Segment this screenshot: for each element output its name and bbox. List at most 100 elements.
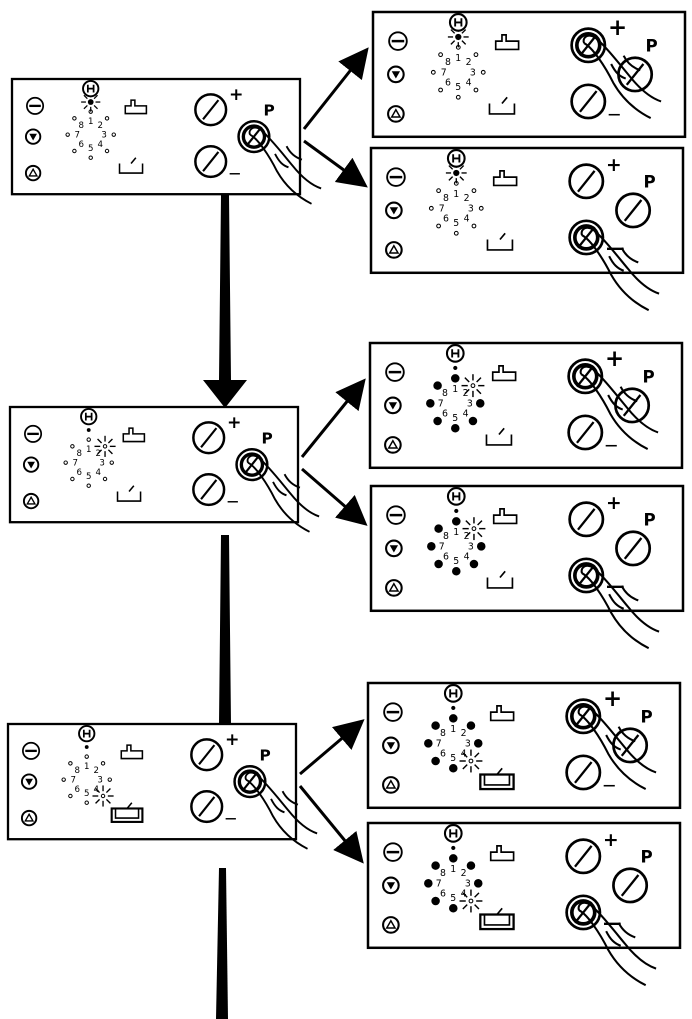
hand-pointer-icon [580,226,660,312]
h-circle-icon [443,684,463,703]
program-led-5 [449,764,458,773]
program-button[interactable] [612,727,649,764]
minus-circle-icon [386,167,406,187]
plus-label: + [606,493,622,514]
program-label: P [645,37,657,56]
minus-label: — [608,106,620,121]
plus-label: + [606,155,622,176]
reset-led [453,365,458,371]
program-button[interactable] [617,56,654,93]
panel-frame [8,405,300,524]
down-arrow-circle-icon [382,876,400,895]
program-led-6 [438,87,443,93]
minus-circle-icon [383,702,403,722]
glove-icon [489,845,515,862]
program-number-7: 7 [439,541,445,552]
minus-label: — [605,437,617,452]
plus-label: + [603,686,622,712]
minus-button[interactable] [192,472,226,507]
program-number-5: 5 [453,218,459,229]
program-led-4 [468,758,474,764]
plus-button[interactable] [568,501,605,538]
minus-label: — [606,238,625,259]
minus-label: — [229,166,241,180]
program-button[interactable] [612,867,649,904]
program-led-2 [102,444,108,449]
program-number-7: 7 [438,398,444,409]
plus-button[interactable] [192,421,226,455]
plus-button[interactable] [565,838,602,875]
program-number-3: 3 [99,459,104,469]
cup-icon [110,802,144,823]
glove-icon [492,508,518,525]
h-circle-icon [443,824,463,843]
program-number-5: 5 [450,893,456,904]
minus-button[interactable] [570,83,607,120]
minus-circle-icon [386,505,406,525]
program-number-6: 6 [74,785,80,795]
cup-icon [479,907,515,931]
program-led-1 [452,517,461,526]
program-number-2: 2 [93,766,99,776]
h-circle-icon [448,13,468,32]
program-led-8 [70,444,75,449]
minus-button[interactable] [567,414,604,451]
program-led-2 [100,761,106,766]
program-number-5: 5 [450,753,456,764]
program-button[interactable] [614,387,651,424]
program-led-2 [471,526,477,532]
program-number-8: 8 [74,766,80,776]
cup-icon [485,427,513,446]
program-number-7: 7 [439,203,445,214]
program-led-8 [431,721,440,730]
minus-button[interactable] [568,557,605,594]
minus-label: — [603,913,622,934]
program-number-5: 5 [88,144,94,154]
program-number-1: 1 [453,189,459,200]
minus-button[interactable] [190,789,224,824]
program-led-2 [473,52,479,58]
glove-icon [489,705,515,722]
program-button[interactable] [615,192,652,229]
program-number-4: 4 [95,468,101,478]
program-number-8: 8 [443,531,449,542]
blinking-led-icon [92,785,114,807]
cup-icon [486,570,514,589]
program-led-6 [431,896,440,906]
program-number-7: 7 [441,67,447,78]
plus-button[interactable] [194,93,228,127]
hand-pointer-icon [577,705,657,791]
program-button[interactable] [615,530,652,567]
up-arrow-circle-icon [24,164,42,182]
blinking-led-icon [462,517,486,541]
program-led-6 [436,223,441,229]
program-number-4: 4 [466,78,472,89]
minus-label: — [603,777,615,792]
hand-pointer-icon [248,126,322,205]
cup-icon [486,232,514,251]
minus-label: — [227,494,239,508]
program-label: P [264,101,275,119]
program-led-5 [86,483,91,488]
program-number-1: 1 [450,724,456,735]
program-number-2: 2 [464,193,470,204]
program-led-8 [436,188,441,194]
program-led-6 [434,559,443,569]
plus-button[interactable] [568,163,605,200]
h-circle-icon [78,724,96,743]
program-led-7 [424,739,433,748]
minus-button[interactable] [565,754,602,791]
program-number-8: 8 [445,57,451,68]
program-number-8: 8 [76,449,82,459]
up-arrow-circle-icon [22,492,40,510]
h-circle-icon [446,487,466,506]
reset-led [87,99,94,105]
program-led-2 [466,721,476,730]
minus-button[interactable] [194,144,228,179]
flow-arrow-icon [216,868,228,1019]
program-number-6: 6 [443,552,449,563]
cup-icon [488,96,516,115]
program-label: P [640,848,652,867]
plus-button[interactable] [190,738,224,772]
